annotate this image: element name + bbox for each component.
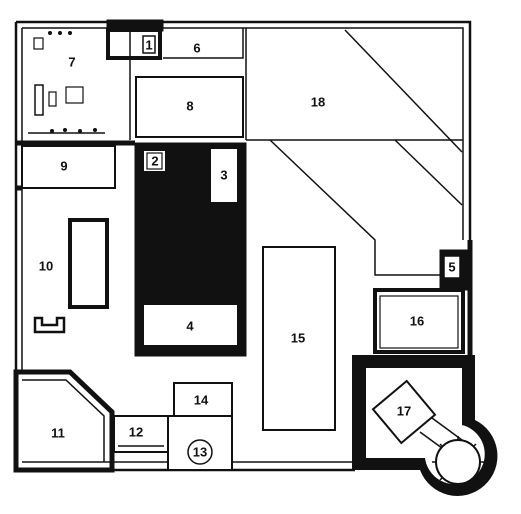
room-12-label: 12 xyxy=(129,425,143,440)
room-17-label: 17 xyxy=(397,404,411,419)
room-10-label: 10 xyxy=(39,259,53,274)
room-7-label: 7 xyxy=(68,55,75,70)
room-8-label: 8 xyxy=(186,99,193,114)
room-8: 8 xyxy=(135,76,244,138)
room-9: 9 xyxy=(16,145,116,191)
room-16: 16 xyxy=(373,288,465,354)
room-13-label: 13 xyxy=(193,445,207,460)
room-15-label: 15 xyxy=(291,331,305,346)
room-2: 2 xyxy=(142,149,167,173)
room-5: 5 xyxy=(439,249,471,291)
room-11: 11 xyxy=(13,369,115,473)
room-14: 14 xyxy=(173,382,233,417)
room-1: 1 xyxy=(106,28,162,60)
room-15: 15 xyxy=(262,246,336,431)
room-3: 3 xyxy=(209,147,239,204)
room-13: 13 xyxy=(167,415,233,471)
room-4: 4 xyxy=(142,303,239,347)
room-6: 6 xyxy=(163,28,247,140)
room-12: 12 xyxy=(113,415,169,453)
room-17: 17 xyxy=(352,355,498,496)
room-16-label: 16 xyxy=(410,314,424,329)
room-18-label: 18 xyxy=(311,95,325,110)
room-14-label: 14 xyxy=(194,393,209,408)
room-1-label: 1 xyxy=(145,38,152,53)
room-4-label: 4 xyxy=(186,319,194,334)
room-2-label: 2 xyxy=(151,154,158,169)
room-10: 10 xyxy=(33,218,109,334)
room-9-label: 9 xyxy=(60,159,67,174)
room-7: 7 xyxy=(28,28,131,140)
room-18: 18 xyxy=(269,29,463,276)
room-5-label: 5 xyxy=(448,260,455,275)
room-6-label: 6 xyxy=(193,41,200,56)
room-11-label: 11 xyxy=(51,426,65,441)
room-3-label: 3 xyxy=(220,168,227,183)
